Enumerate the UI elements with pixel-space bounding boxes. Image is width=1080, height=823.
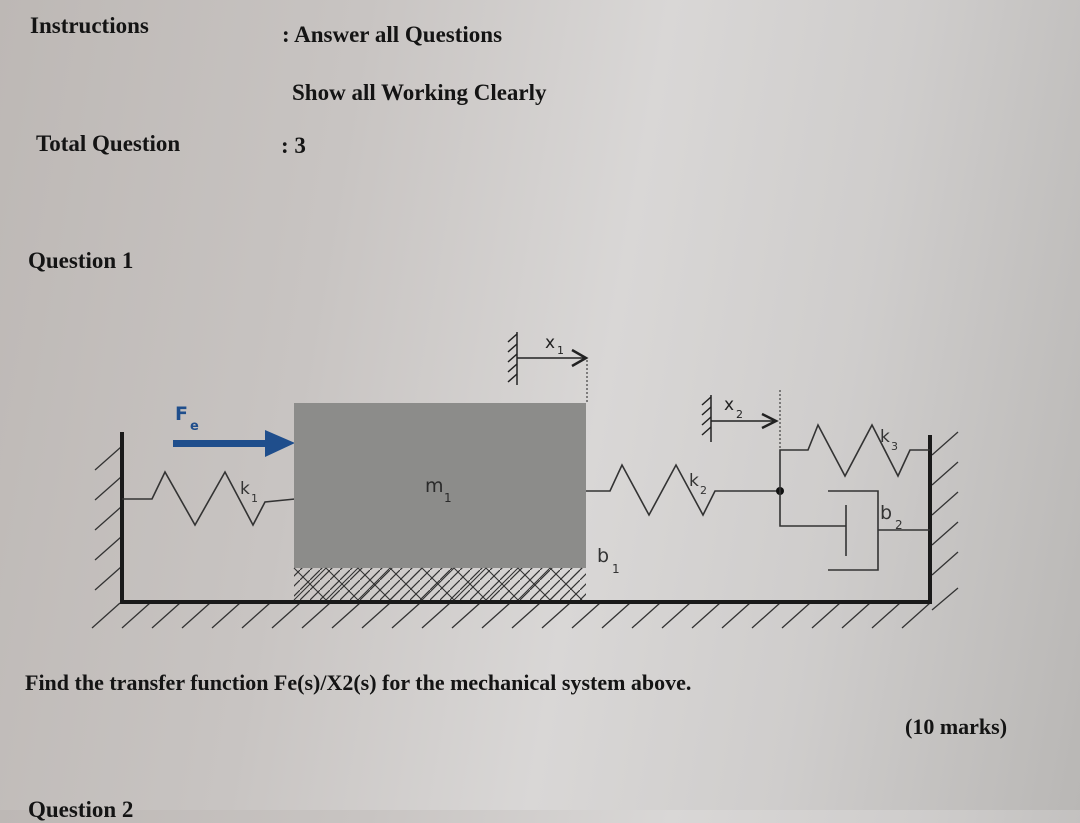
question-1-title: Question 1 bbox=[28, 248, 134, 273]
svg-text:2: 2 bbox=[736, 408, 743, 421]
svg-text:k: k bbox=[240, 479, 250, 499]
total-question-value: : 3 bbox=[281, 133, 306, 158]
total-question-label: Total Question bbox=[36, 131, 181, 156]
svg-text:x: x bbox=[724, 395, 734, 415]
ground-hatching bbox=[91, 587, 959, 629]
svg-text:1: 1 bbox=[251, 492, 258, 505]
svg-text:3: 3 bbox=[891, 440, 898, 453]
frame bbox=[120, 432, 932, 604]
question-1-prompt: Find the transfer function Fe(s)/X2(s) f… bbox=[25, 670, 692, 695]
mass-m1 bbox=[294, 403, 586, 568]
svg-text:m: m bbox=[425, 475, 444, 497]
svg-text:1: 1 bbox=[612, 562, 620, 576]
force-arrow-shaft bbox=[173, 440, 268, 447]
instructions-line-2: Show all Working Clearly bbox=[292, 80, 547, 105]
spring-k2 bbox=[586, 463, 780, 517]
question-1-marks: (10 marks) bbox=[905, 714, 1008, 739]
svg-text:b: b bbox=[597, 545, 609, 567]
damper-b2 bbox=[779, 490, 930, 571]
force-arrow-head bbox=[265, 430, 295, 457]
x1-displacement-marker bbox=[507, 332, 589, 402]
svg-text:2: 2 bbox=[895, 518, 903, 532]
svg-text:x: x bbox=[545, 333, 555, 353]
svg-text:k: k bbox=[689, 471, 699, 491]
damper-b1-friction bbox=[293, 567, 586, 601]
svg-text:1: 1 bbox=[557, 344, 564, 357]
question-2-title: Question 2 bbox=[28, 797, 134, 822]
svg-text:2: 2 bbox=[700, 484, 707, 497]
svg-text:1: 1 bbox=[444, 491, 452, 505]
left-wall-hatching bbox=[94, 446, 122, 591]
instructions-label: Instructions bbox=[30, 13, 149, 38]
spring-k3 bbox=[779, 423, 930, 491]
right-wall-hatching bbox=[931, 431, 959, 576]
force-label: F bbox=[175, 403, 188, 425]
svg-text:e: e bbox=[190, 419, 199, 434]
instructions-line-1: : Answer all Questions bbox=[282, 22, 503, 47]
x2-displacement-marker bbox=[701, 390, 781, 448]
spring-k1 bbox=[122, 470, 296, 527]
svg-text:b: b bbox=[880, 502, 892, 524]
svg-text:k: k bbox=[880, 427, 890, 447]
